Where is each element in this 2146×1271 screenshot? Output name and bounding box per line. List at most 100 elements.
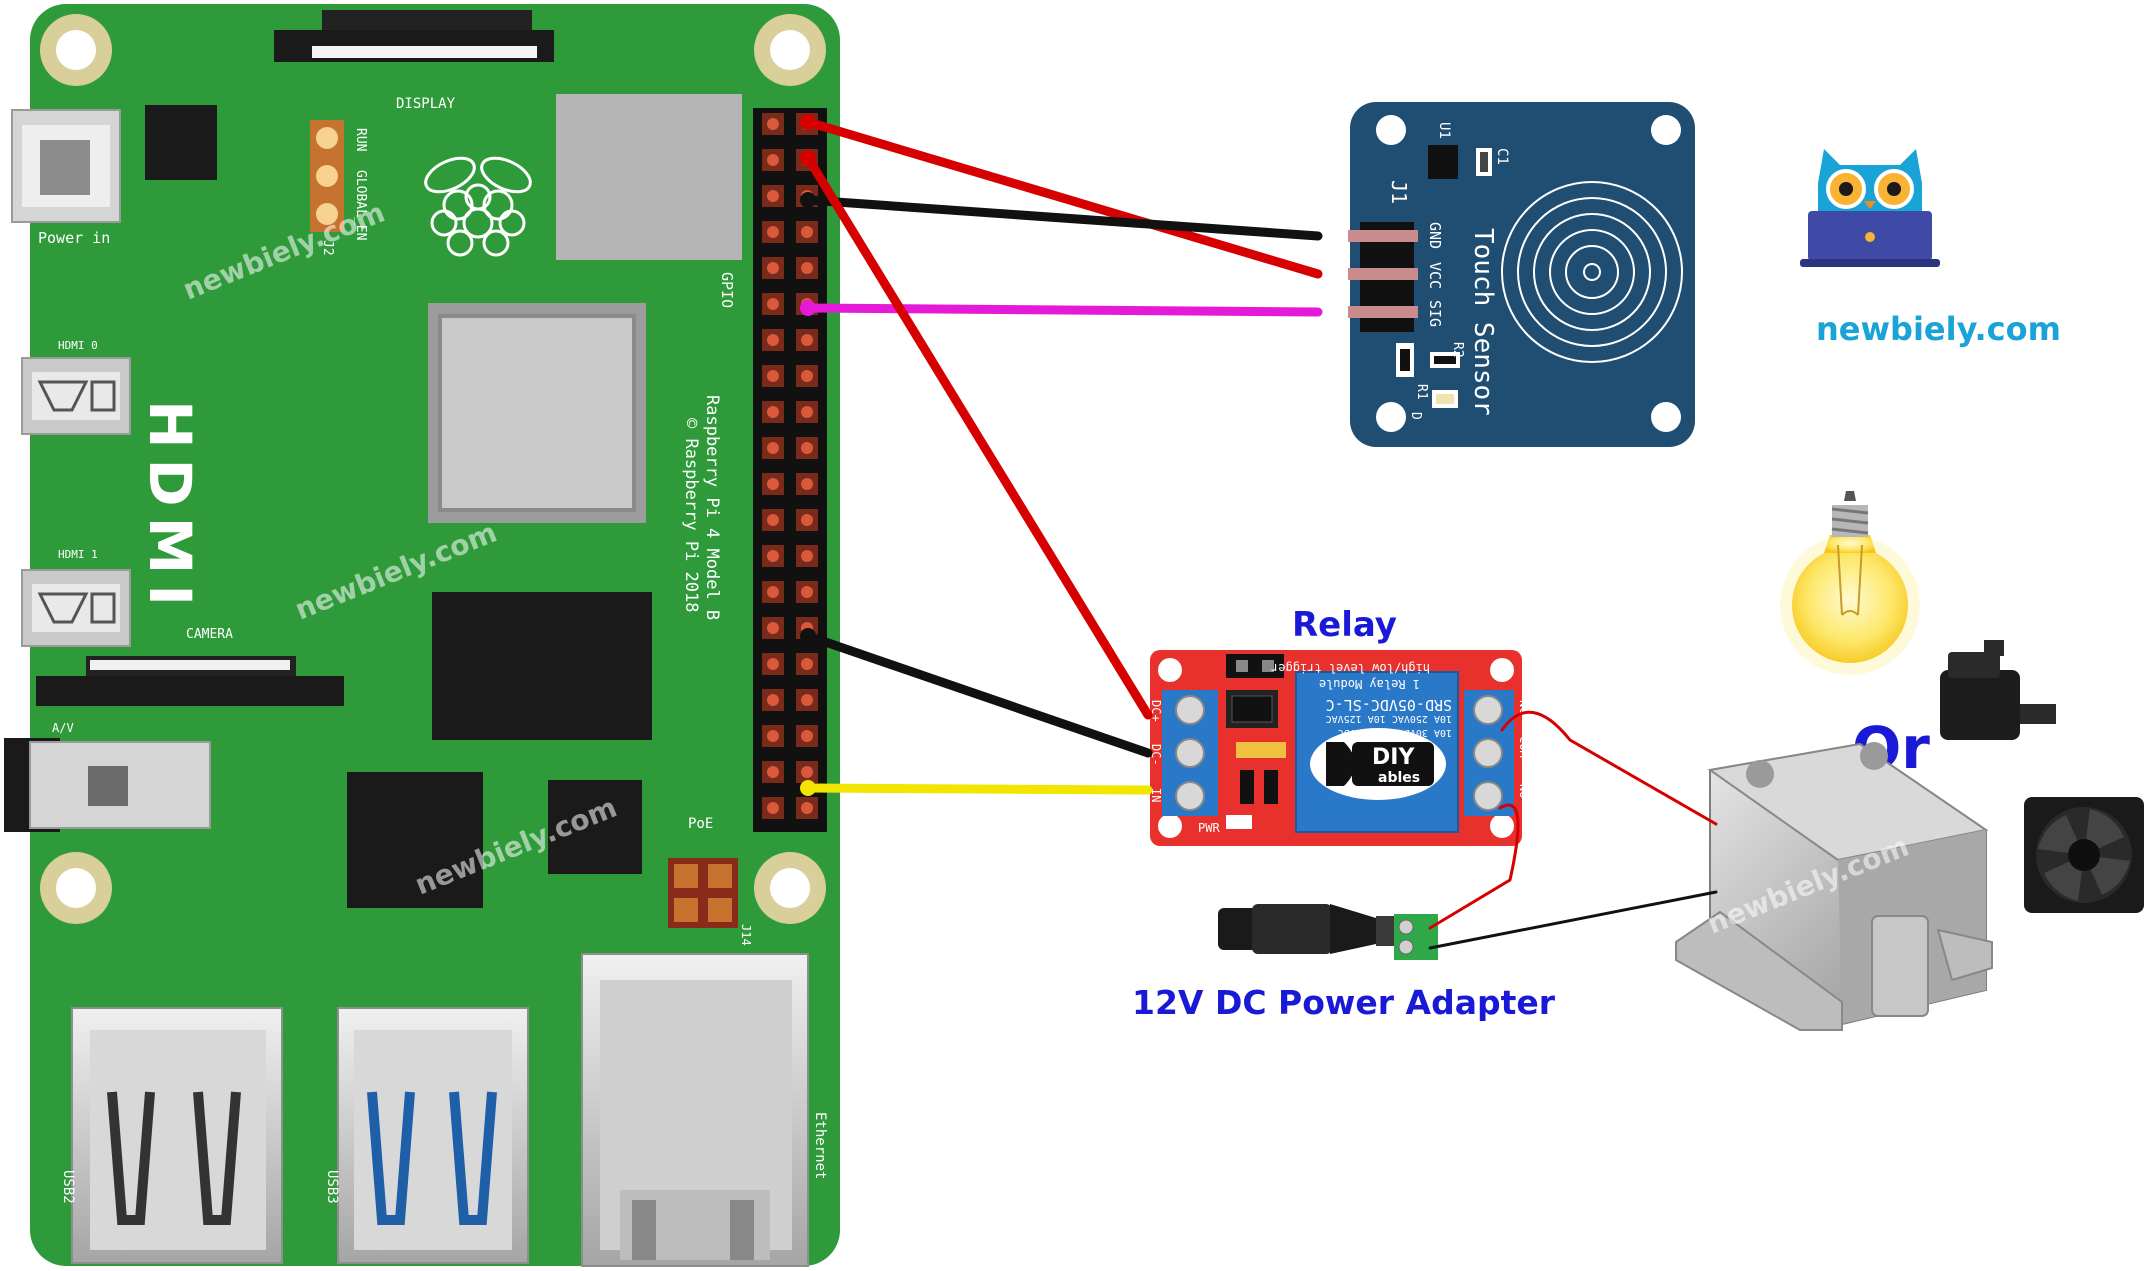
- raspberry-logo-icon: [424, 156, 532, 257]
- gpio-pin-dot: [767, 154, 779, 166]
- gpio-wire-ends: [800, 114, 816, 796]
- usb3-port: [337, 1007, 529, 1264]
- relay-module: DC+ DC- IN PWR 1 Relay Module high/low l…: [1149, 650, 1531, 846]
- gpio-pin-dot: [767, 730, 779, 742]
- gpio-pin-dot: [801, 478, 813, 490]
- c1-label: C1: [1494, 148, 1510, 165]
- gpio-header: [753, 108, 827, 832]
- adapter-label: 12V DC Power Adapter: [1132, 983, 1556, 1022]
- pin-dc-plus-label: DC+: [1149, 700, 1163, 722]
- pin-in-label: IN: [1149, 788, 1163, 802]
- module-text: 1 Relay Module: [1319, 677, 1420, 691]
- gpio-pin-dot: [801, 766, 813, 778]
- gpio-pin-dot: [767, 586, 779, 598]
- rating1-text: 10A 250VAC 10A 125VAC: [1326, 713, 1452, 724]
- relay-title: Relay: [1292, 605, 1397, 645]
- camera-connector: [36, 676, 344, 706]
- gpio-pin-dot: [767, 262, 779, 274]
- gpio-pin-dot: [801, 550, 813, 562]
- hdmi1-label: HDMI 1: [58, 548, 98, 561]
- j2-label: J2: [320, 240, 335, 256]
- model-line1: Raspberry Pi 4 Model B: [702, 395, 722, 620]
- screw-terminal: [1394, 914, 1438, 960]
- gpio-pin-dot: [801, 226, 813, 238]
- ethernet-port: [581, 953, 809, 1267]
- u1-chip: [1428, 145, 1458, 179]
- pin-sig-label: SIG: [1426, 300, 1444, 327]
- d-label: D: [1408, 412, 1423, 420]
- gpio-pin-dot: [767, 766, 779, 778]
- hdmi0-port: [21, 357, 131, 435]
- pin-no-label: NO: [1517, 784, 1531, 798]
- gpio-pin-dot: [801, 694, 813, 706]
- gpio-pin-dot: [767, 118, 779, 130]
- gpio-pin-dot: [767, 622, 779, 634]
- r1-label: R1: [1414, 384, 1429, 400]
- wire-gpio-to-sensor-sig: [803, 303, 1323, 317]
- av-label: A/V: [52, 721, 74, 735]
- gpio-pin-dot: [767, 658, 779, 670]
- gpio-pin-dot: [767, 442, 779, 454]
- gpio-pin-dot: [801, 658, 813, 670]
- pin-com-label: COM: [1517, 736, 1531, 758]
- r2-label: R2: [1450, 342, 1465, 358]
- raspberry-pi-board: DISPLAY Power in RUN GLOBAL_EN J2: [4, 4, 840, 1267]
- trigger-jumper: [1226, 654, 1284, 678]
- wire-5v-to-relay-dc-plus: [803, 153, 1153, 720]
- owl-logo-icon: [1800, 149, 1940, 267]
- run-label: RUN: [353, 128, 368, 151]
- pin-dc-minus-label: DC-: [1149, 744, 1163, 766]
- solenoid-lock-icon: newbiely.com: [1675, 742, 1993, 1031]
- gpio-pin-dot: [801, 406, 813, 418]
- wire-gnd-to-sensor-gnd: [803, 195, 1323, 241]
- gpio-pin-dot: [767, 802, 779, 814]
- gpio-pin-dot: [767, 694, 779, 706]
- gpio-pin-dot: [801, 586, 813, 598]
- pwr-label: PWR: [1198, 821, 1220, 835]
- u1-label: U1: [1436, 122, 1452, 139]
- gpio-pin-dot: [801, 370, 813, 382]
- logo-text: newbiely.com: [1816, 310, 2061, 348]
- wire-gpio-to-relay-in: [803, 783, 1153, 795]
- pin-gnd-label: GND: [1426, 222, 1444, 249]
- gpio-pin-dot: [767, 226, 779, 238]
- brand-top: DIY: [1372, 745, 1415, 770]
- camera-label: CAMERA: [186, 627, 233, 642]
- poe-label: PoE: [688, 816, 713, 832]
- usb-controller-chip: [347, 772, 483, 908]
- hdmi1-port: [21, 569, 131, 647]
- wire-adapter-to-load: [1428, 890, 1718, 950]
- power-in-label: Power in: [38, 229, 110, 247]
- diyables-logo: DIY ables: [1310, 728, 1446, 800]
- lightbulb-icon: [1780, 491, 1920, 675]
- display-label: DISPLAY: [396, 96, 456, 112]
- ethernet-label: Ethernet: [812, 1112, 828, 1179]
- gpio-pin-dot: [767, 478, 779, 490]
- sensor-title: Touch Sensor: [1468, 228, 1498, 416]
- gpio-pin-dot: [801, 514, 813, 526]
- wire-gnd-to-relay-dc-minus: [803, 631, 1153, 758]
- gpio-pin-dot: [801, 730, 813, 742]
- gpio-pin-dot: [801, 334, 813, 346]
- wire-5v-to-sensor-vcc: [803, 117, 1323, 279]
- usb3-label: USB3: [324, 1170, 340, 1204]
- ram-chip: [432, 592, 652, 740]
- hdmi0-label: HDMI 0: [58, 339, 98, 352]
- pmic-chip: [145, 105, 217, 180]
- gpio-pin-dot: [801, 442, 813, 454]
- cooling-fan-icon: [2024, 797, 2144, 913]
- gpio-pin-dot: [767, 370, 779, 382]
- gpio-pin-dot: [801, 802, 813, 814]
- wire-relay-com-to-load: [1500, 710, 1718, 826]
- wires: [803, 117, 1718, 950]
- gpio-pin-dot: [767, 406, 779, 418]
- av-jack: [4, 738, 211, 832]
- model-line2: © Raspberry Pi 2018: [681, 418, 701, 612]
- mounting-holes: [40, 14, 826, 924]
- gpio-pin-dot: [767, 514, 779, 526]
- touch-pad: [1501, 181, 1683, 363]
- gpio-pin-dot: [767, 334, 779, 346]
- ethernet-chip: [548, 780, 642, 874]
- gpio-pin-dot: [767, 298, 779, 310]
